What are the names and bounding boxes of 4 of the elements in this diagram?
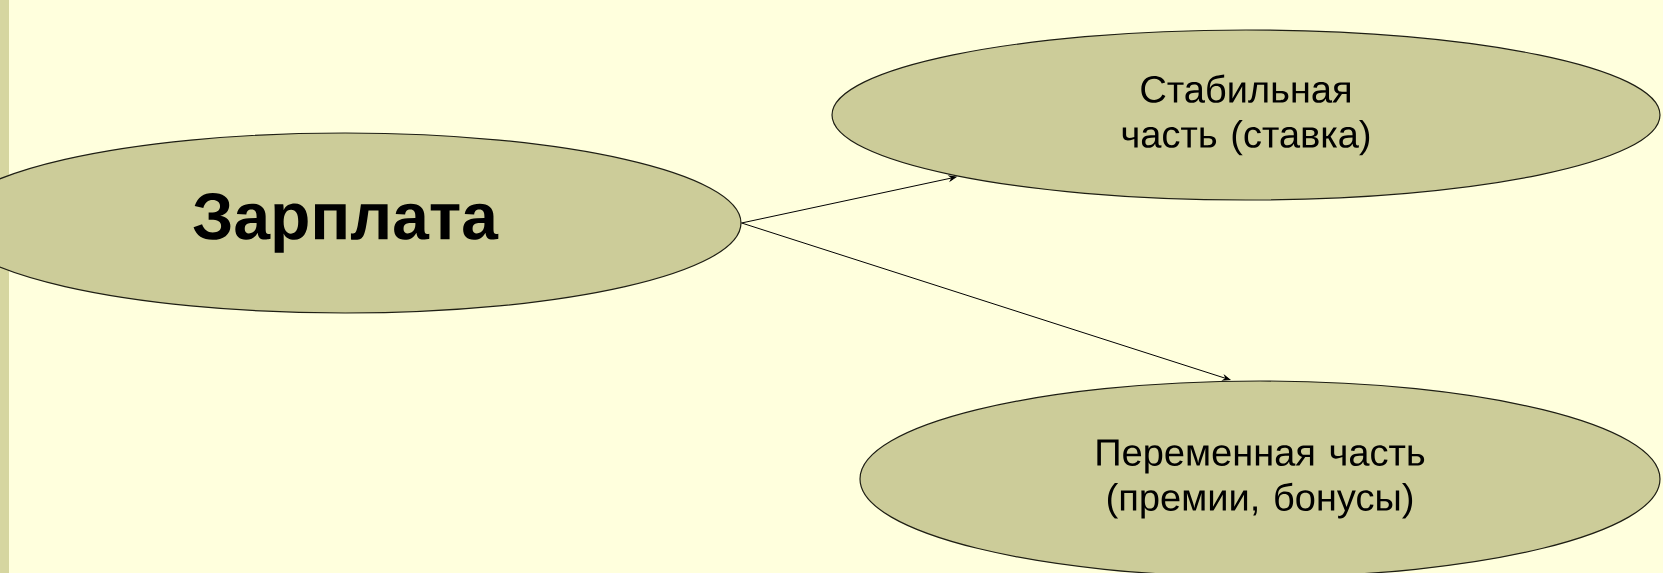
ellipse-node: Переменная часть (премии, бонусы) [859, 380, 1661, 573]
arrow [741, 222, 1231, 381]
arrow [741, 175, 957, 224]
ellipse-node: Стабильная часть (ставка) [831, 29, 1661, 201]
